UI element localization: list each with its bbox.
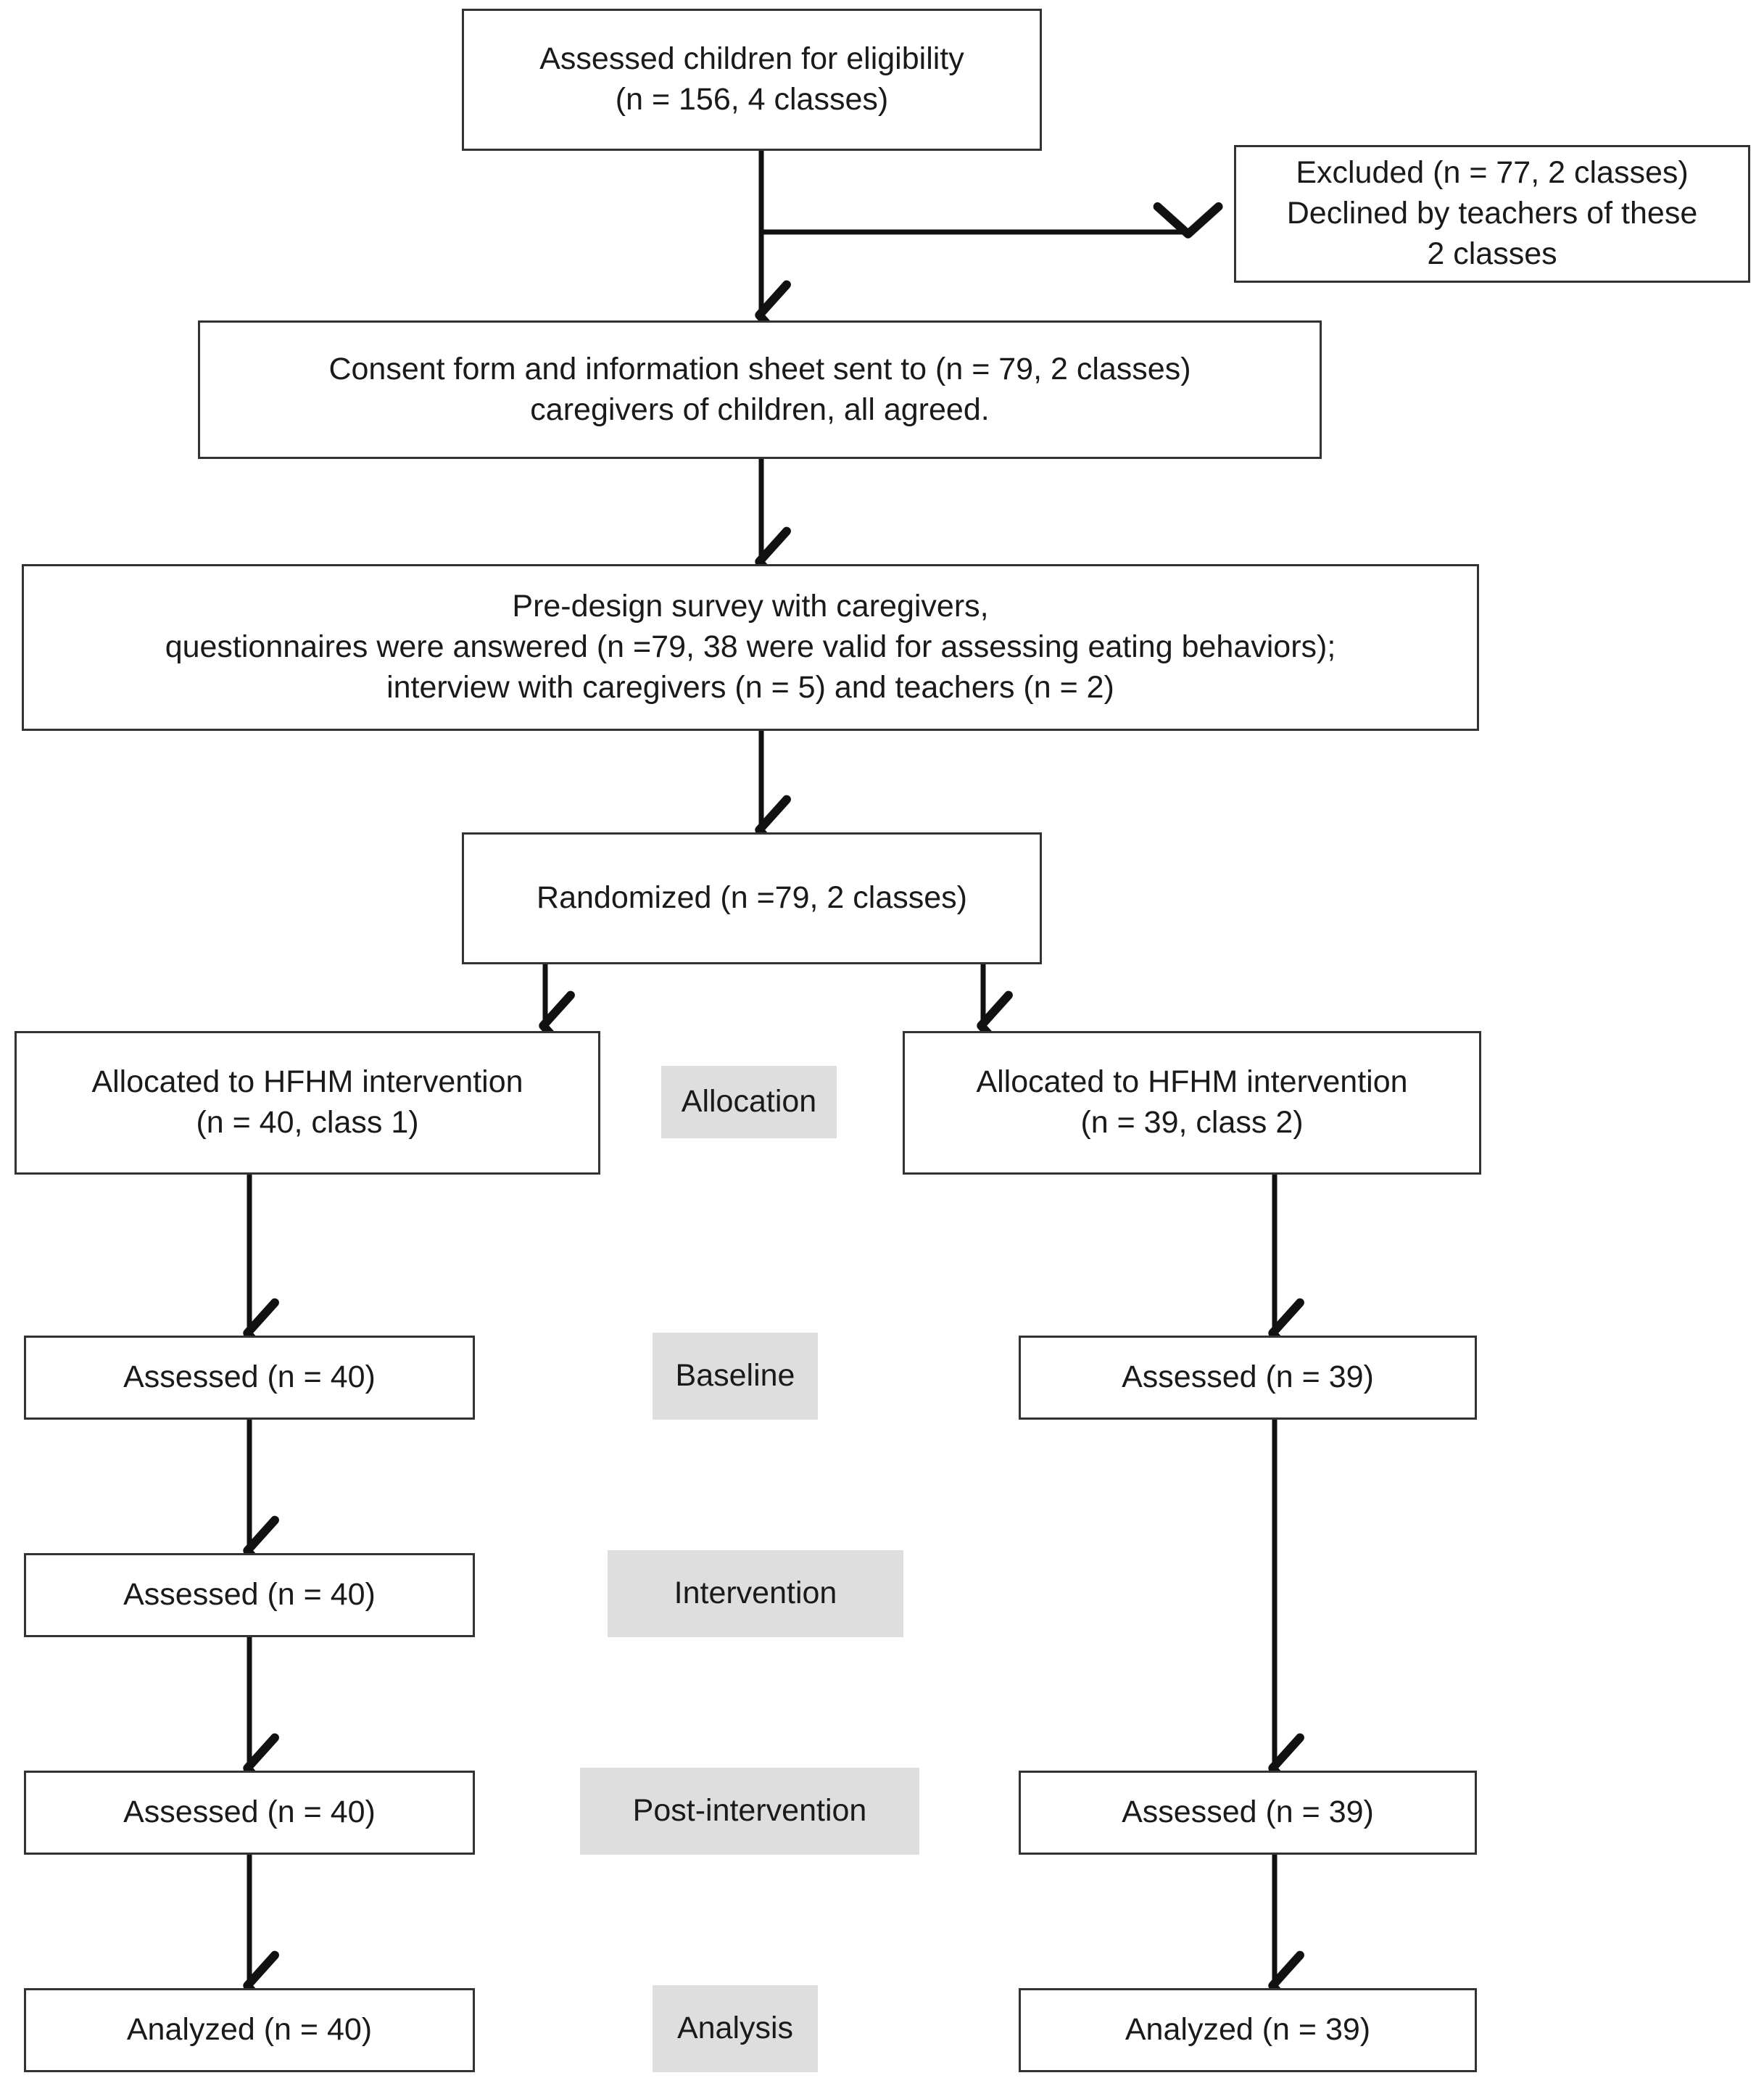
node-excluded: Excluded (n = 77, 2 classes) Declined by… — [1234, 145, 1750, 283]
node-predesign-survey: Pre-design survey with caregivers, quest… — [22, 564, 1479, 731]
stage-label-post-intervention: Post-intervention — [580, 1768, 919, 1855]
node-post-intervention-left: Assessed (n = 40) — [24, 1771, 475, 1855]
node-post-intervention-right: Assessed (n = 39) — [1019, 1771, 1477, 1855]
stage-label-intervention: Intervention — [608, 1550, 903, 1637]
stage-label-analysis: Analysis — [653, 1985, 818, 2072]
node-assessed-for-eligibility: Assessed children for eligibility (n = 1… — [462, 9, 1042, 151]
stage-label-baseline: Baseline — [653, 1333, 818, 1420]
node-analysis-right: Analyzed (n = 39) — [1019, 1988, 1477, 2072]
node-allocated-left: Allocated to HFHM intervention (n = 40, … — [15, 1031, 600, 1175]
node-intervention-left: Assessed (n = 40) — [24, 1553, 475, 1637]
stage-label-allocation: Allocation — [661, 1066, 837, 1138]
node-analysis-left: Analyzed (n = 40) — [24, 1988, 475, 2072]
node-allocated-right: Allocated to HFHM intervention (n = 39, … — [903, 1031, 1481, 1175]
node-randomized: Randomized (n =79, 2 classes) — [462, 832, 1042, 964]
node-consent-form-sent: Consent form and information sheet sent … — [198, 320, 1322, 459]
node-baseline-left: Assessed (n = 40) — [24, 1336, 475, 1420]
node-baseline-right: Assessed (n = 39) — [1019, 1336, 1477, 1420]
